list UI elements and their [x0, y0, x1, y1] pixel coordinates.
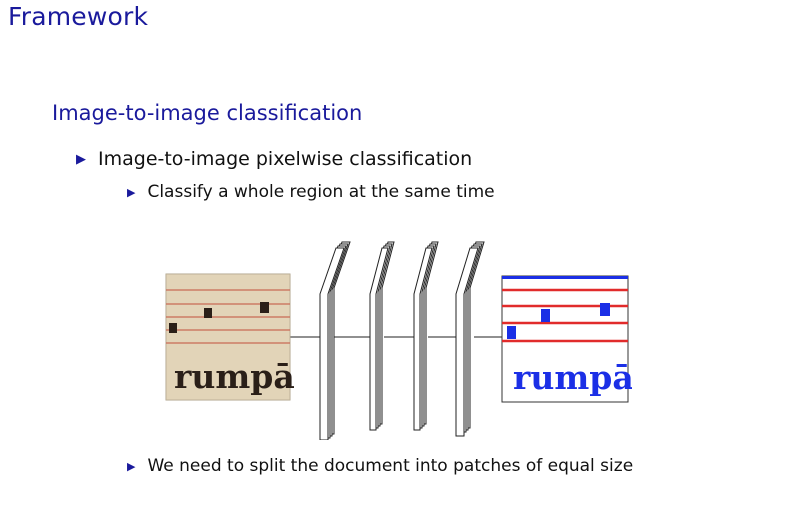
output-word: rumpā — [513, 358, 632, 397]
output-image-patch: rumpā — [501, 275, 632, 403]
network-diagram: rumpā — [162, 238, 632, 440]
bullet-text: We need to split the document into patch… — [147, 456, 634, 476]
network-layer-2 — [369, 241, 395, 431]
section-subtitle: Image-to-image classification — [52, 101, 363, 125]
network-layer-4 — [455, 241, 485, 437]
bullet-text: Image-to-image pixelwise classification — [98, 148, 473, 170]
bullet-item-level2: ▶ Classify a whole region at the same ti… — [127, 182, 495, 202]
triangle-bullet-icon: ▶ — [76, 151, 86, 167]
bullet-item-level1: ▶ Image-to-image pixelwise classificatio… — [76, 148, 472, 170]
network-layer-3 — [413, 241, 439, 431]
bullet-item-level2: ▶ We need to split the document into pat… — [127, 456, 633, 476]
slide-title: Framework — [8, 2, 149, 31]
triangle-bullet-icon: ▶ — [127, 185, 136, 199]
network-layer-1 — [319, 241, 351, 440]
triangle-bullet-icon: ▶ — [127, 459, 136, 473]
bullet-text: Classify a whole region at the same time — [147, 182, 495, 202]
input-image-patch: rumpā — [165, 273, 295, 401]
input-word: rumpā — [174, 357, 295, 396]
